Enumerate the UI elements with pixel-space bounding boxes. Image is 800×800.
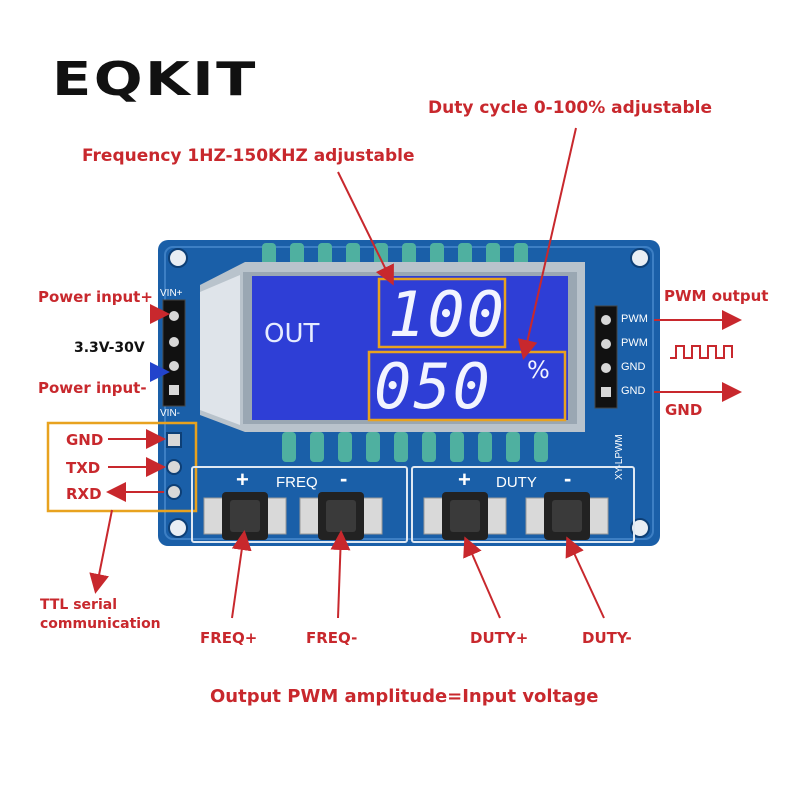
frequency-highlight-box bbox=[377, 277, 507, 349]
ttl-arrow bbox=[89, 509, 113, 594]
duty-minus-arrow bbox=[565, 536, 605, 619]
duty-cycle-callout: Duty cycle 0-100% adjustable bbox=[428, 98, 712, 118]
duty-minus-switch bbox=[525, 492, 609, 540]
pin-label-pwm-1: PWM bbox=[621, 313, 648, 325]
mount-hole bbox=[168, 248, 188, 268]
vin-minus-label: VIN- bbox=[160, 408, 180, 419]
freq-button-group bbox=[191, 466, 408, 543]
rxd-label: RXD bbox=[66, 485, 102, 503]
gnd-output-label: GND bbox=[665, 401, 703, 419]
duty-arrow bbox=[517, 127, 577, 360]
ttl-serial-label: TTL serial communication bbox=[40, 597, 161, 632]
pin-label-gnd-2: GND bbox=[621, 385, 646, 397]
duty-plus-switch bbox=[423, 492, 507, 540]
mount-hole bbox=[630, 518, 650, 538]
power-input-minus-label: Power input- bbox=[38, 379, 147, 397]
eqkit-logo: EQKIT bbox=[52, 52, 258, 106]
duty-plus-label: DUTY+ bbox=[470, 629, 529, 647]
model-label: XY-LPWM bbox=[614, 434, 625, 480]
gnd-label: GND bbox=[66, 431, 104, 449]
pin-label-gnd-1: GND bbox=[621, 361, 646, 373]
power-input-plus-label: Power input+ bbox=[38, 288, 153, 306]
pin-label-pwm-2: PWM bbox=[621, 337, 648, 349]
duty-highlight-box bbox=[367, 350, 567, 422]
ttl-pad-txd bbox=[166, 459, 182, 475]
lcd-out-label: OUT bbox=[264, 319, 320, 349]
duty-minus-label: DUTY- bbox=[582, 629, 632, 647]
output-header bbox=[594, 305, 618, 409]
freq-minus-sign: - bbox=[340, 466, 348, 491]
mount-hole bbox=[630, 248, 650, 268]
freq-minus-arrow bbox=[330, 530, 351, 619]
txd-label: TXD bbox=[66, 459, 101, 477]
freq-plus-sign: + bbox=[236, 467, 249, 492]
duty-button-group bbox=[411, 466, 635, 543]
freq-group-label: FREQ bbox=[276, 474, 318, 491]
freq-plus-label: FREQ+ bbox=[200, 629, 258, 647]
lcd-percent-sign: % bbox=[527, 356, 550, 384]
voltage-range-label: 3.3V-30V bbox=[74, 340, 145, 356]
frequency-arrow bbox=[337, 171, 394, 286]
pwm-waveform-icon bbox=[670, 345, 733, 359]
freq-plus-arrow bbox=[231, 530, 252, 619]
lcd-frequency-value: 100 bbox=[388, 278, 506, 351]
mount-hole bbox=[168, 518, 188, 538]
pwm-output-label: PWM output bbox=[664, 287, 769, 305]
ttl-pad-gnd bbox=[166, 432, 182, 448]
frequency-callout: Frequency 1HZ-150KHZ adjustable bbox=[82, 146, 415, 166]
duty-plus-arrow bbox=[463, 536, 501, 619]
ttl-pad-rxd bbox=[166, 484, 182, 500]
lcd-duty-value: 050 bbox=[374, 350, 492, 423]
vin-plus-label: VIN+ bbox=[160, 288, 183, 299]
pwm-amplitude-callout: Output PWM amplitude=Input voltage bbox=[210, 686, 599, 707]
duty-minus-sign: - bbox=[564, 466, 572, 491]
freq-plus-switch bbox=[203, 492, 287, 540]
duty-plus-sign: + bbox=[458, 467, 471, 492]
duty-group-label: DUTY bbox=[496, 474, 537, 491]
freq-minus-label: FREQ- bbox=[306, 629, 358, 647]
freq-minus-switch bbox=[299, 492, 383, 540]
